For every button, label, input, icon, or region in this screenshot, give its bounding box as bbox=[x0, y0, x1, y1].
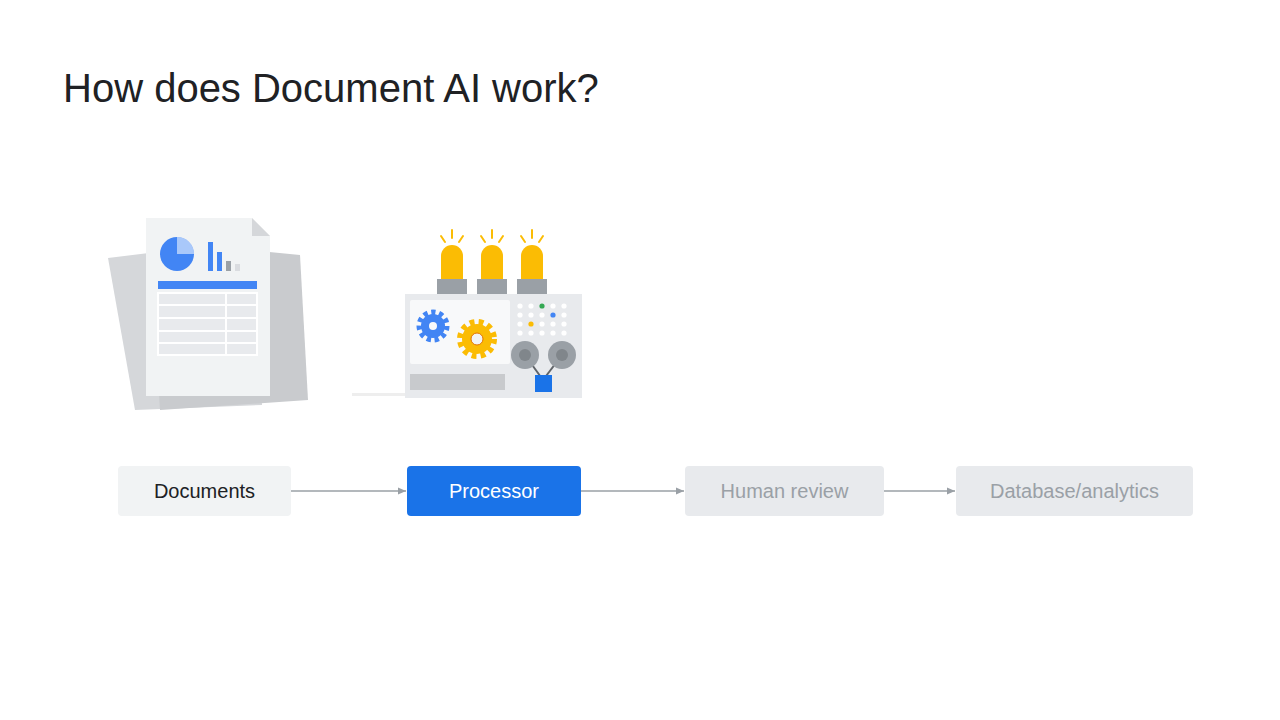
flow-arrow bbox=[884, 490, 955, 491]
box-label: Processor bbox=[449, 479, 539, 503]
box-label: Database/analytics bbox=[990, 479, 1159, 503]
box-label: Documents bbox=[154, 479, 255, 503]
process-box: Documents bbox=[118, 466, 291, 516]
diagram-title: How does Document AI work? bbox=[63, 66, 599, 111]
flow-arrow bbox=[291, 490, 406, 491]
box-label: Human review bbox=[721, 479, 849, 503]
documents-icon bbox=[108, 218, 308, 410]
flow-arrow bbox=[581, 490, 684, 491]
processor-machine bbox=[352, 230, 582, 398]
process-box: Human review bbox=[685, 466, 884, 516]
process-box: Database/analytics bbox=[956, 466, 1193, 516]
process-box: Processor bbox=[407, 466, 581, 516]
